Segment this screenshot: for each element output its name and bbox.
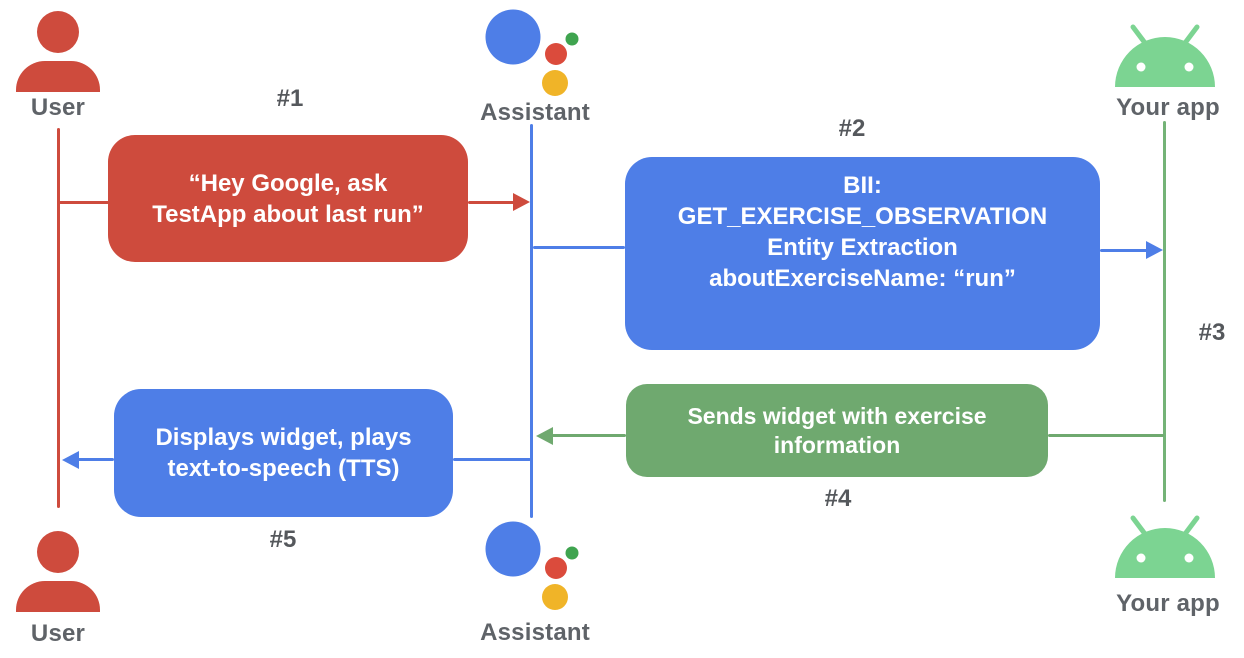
message-1-text-line: “Hey Google, ask	[188, 169, 388, 197]
android-icon	[1112, 21, 1218, 92]
actor-label-your-app-top: Your app	[1116, 94, 1220, 121]
message-1-text-line: TestApp about last run”	[152, 200, 424, 228]
message-4-box: Sends widget with exercise information	[626, 384, 1048, 477]
assistant-icon	[484, 520, 580, 615]
message-2-text-line: GET_EXERCISE_OBSERVATION	[677, 203, 1048, 230]
message-2-arrowhead-icon	[1146, 241, 1163, 259]
message-5-box: Displays widget, plays text-to-speech (T…	[114, 389, 453, 517]
message-4-text-line: Sends widget with exercise	[687, 402, 987, 429]
actor-label-your-app-bottom: Your app	[1116, 590, 1220, 617]
message-4-line-left	[552, 434, 626, 437]
android-icon	[1112, 512, 1218, 583]
actor-label-assistant-top: Assistant	[480, 99, 590, 126]
message-2-text-line: BII:	[843, 172, 882, 199]
message-2-box: BII: GET_EXERCISE_OBSERVATION Entity Ext…	[625, 157, 1100, 350]
message-4-text-line: information	[773, 431, 901, 458]
user-icon	[16, 530, 100, 617]
message-5-text-line: Displays widget, plays	[155, 424, 412, 451]
assistant-icon	[484, 8, 580, 103]
message-1-line-right	[468, 201, 514, 204]
actor-label-user-top: User	[30, 94, 86, 121]
message-2-text-line: Entity Extraction	[767, 234, 958, 261]
message-2-line-right	[1100, 249, 1148, 252]
step-1-label: #1	[276, 85, 304, 112]
message-2-line-left	[533, 246, 625, 249]
message-5-arrowhead-icon	[62, 451, 79, 469]
message-1-arrowhead-icon	[513, 193, 530, 211]
message-4-line-right	[1048, 434, 1164, 437]
message-4-arrowhead-icon	[536, 427, 553, 445]
step-2-label: #2	[838, 115, 866, 142]
actor-label-user-bottom: User	[30, 620, 86, 647]
step-5-label: #5	[269, 526, 297, 553]
message-1-line-left	[59, 201, 109, 204]
message-5-line-right	[453, 458, 531, 461]
message-5-line-left	[78, 458, 114, 461]
user-lifeline	[57, 128, 60, 508]
user-icon	[16, 10, 100, 97]
message-5-text-line: text-to-speech (TTS)	[167, 455, 400, 482]
step-4-label: #4	[824, 485, 852, 512]
your-app-lifeline	[1163, 121, 1166, 502]
message-1-box: “Hey Google, ask TestApp about last run”	[108, 135, 468, 262]
actor-label-assistant-bottom: Assistant	[480, 619, 590, 646]
step-3-label: #3	[1198, 319, 1226, 346]
message-2-text-line: aboutExerciseName: “run”	[709, 265, 1016, 292]
assistant-lifeline	[530, 124, 533, 518]
